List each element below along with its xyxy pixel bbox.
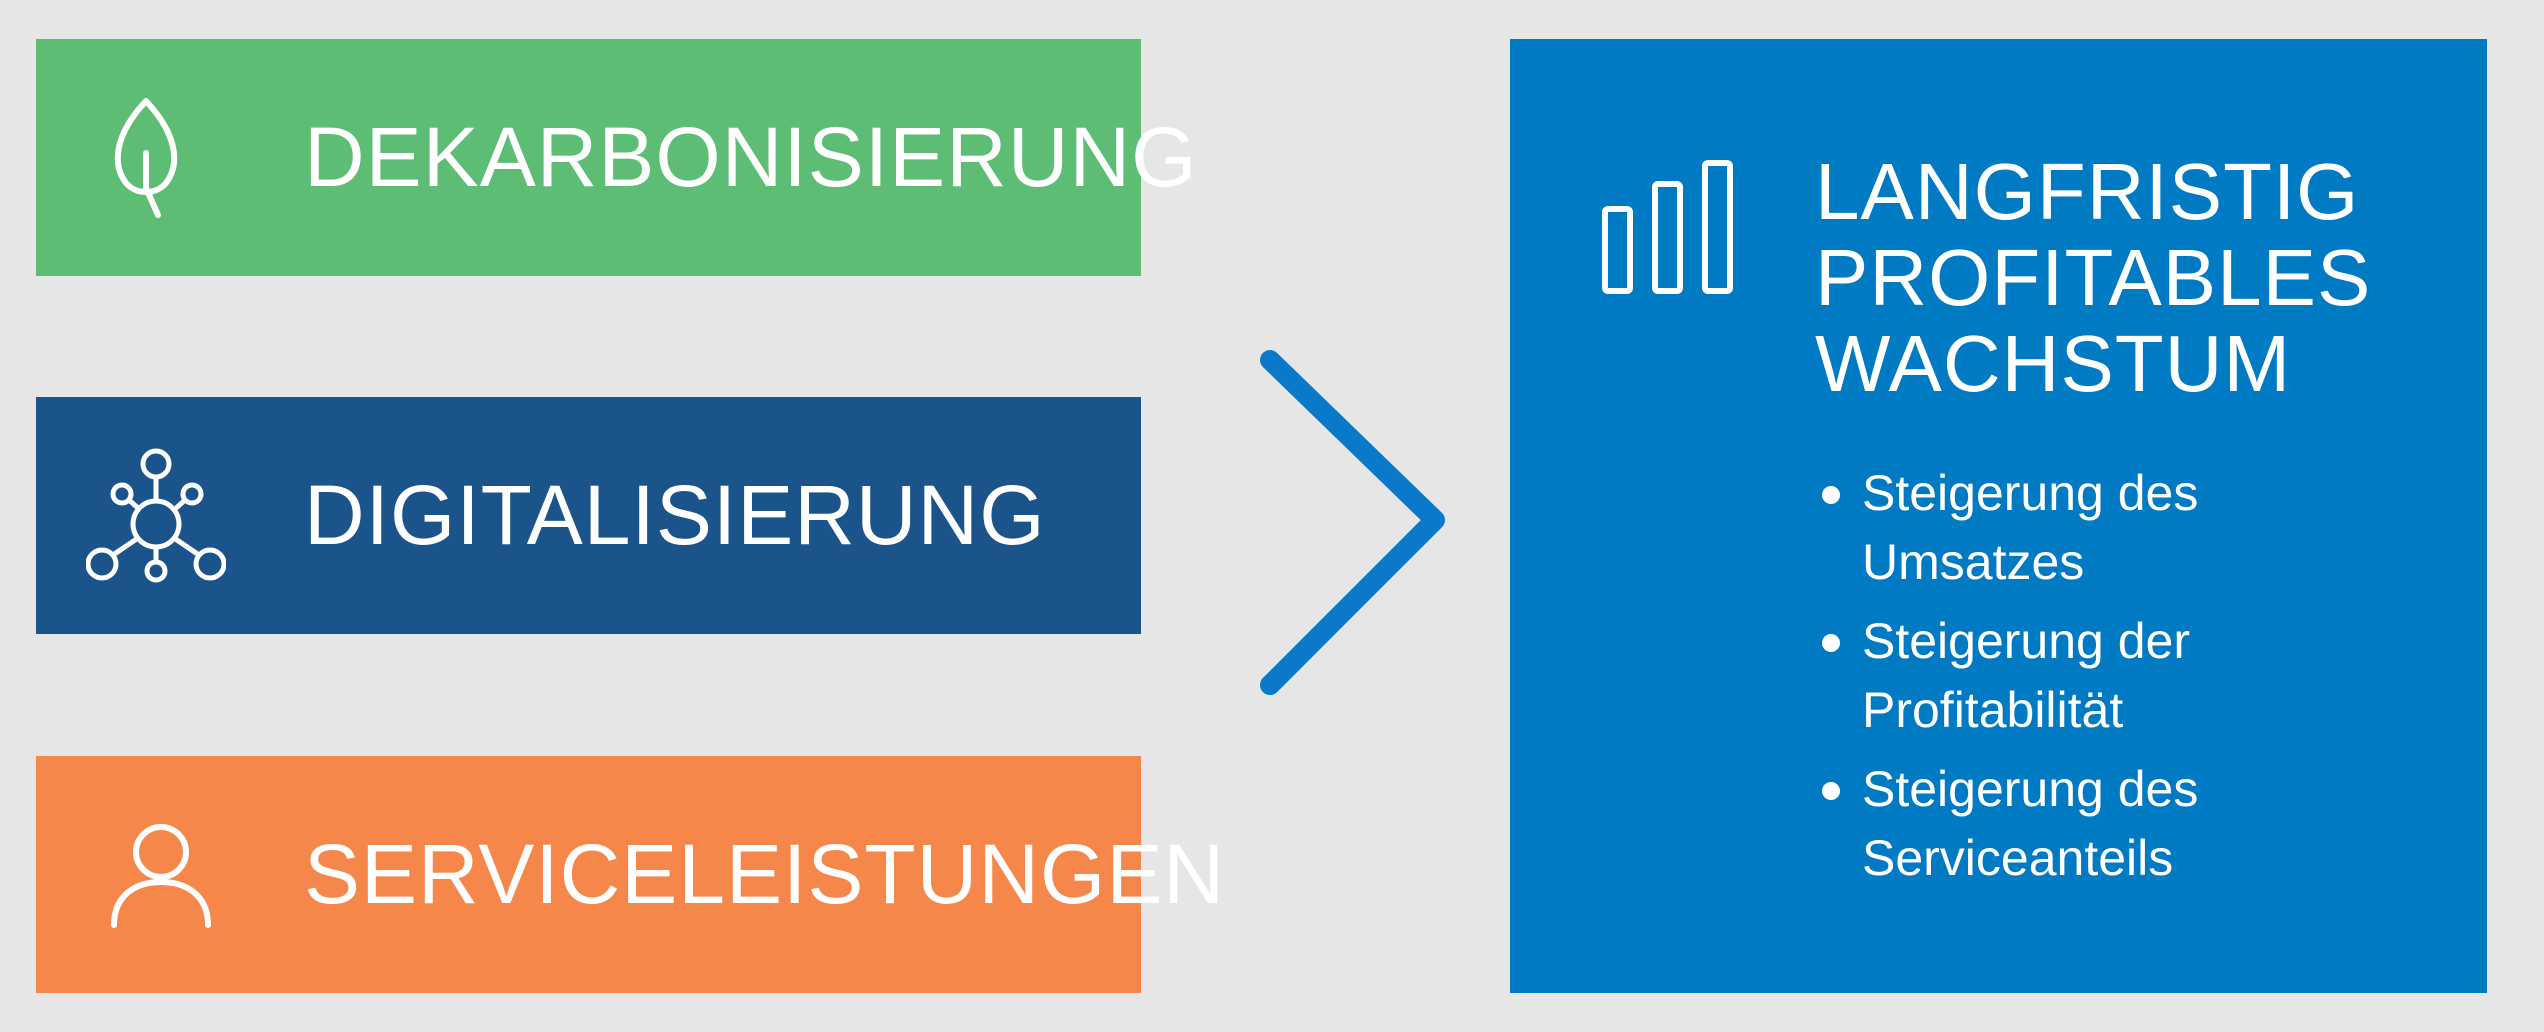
- person-icon: [111, 823, 211, 928]
- leaf-icon: [114, 97, 178, 218]
- title-line: PROFITABLES: [1815, 233, 2372, 322]
- result-bullets: Steigerung des Umsatzes Steigerung der P…: [1822, 459, 2282, 903]
- pillar-digitalisierung: DIGITALISIERUNG: [36, 397, 1141, 634]
- result-title: LANGFRISTIG PROFITABLES WACHSTUM: [1815, 149, 2371, 407]
- title-line: LANGFRISTIG: [1815, 147, 2360, 236]
- bullet-item: Steigerung des Serviceanteils: [1822, 755, 2282, 893]
- bar-chart-icon: [1602, 160, 1733, 294]
- network-icon: [86, 448, 226, 582]
- bullet-item: Steigerung der Profitabilität: [1822, 607, 2282, 745]
- pillar-label: SERVICELEISTUNGEN: [304, 827, 1226, 921]
- result-panel: LANGFRISTIG PROFITABLES WACHSTUM Steiger…: [1510, 39, 2487, 993]
- bullet-item: Steigerung des Umsatzes: [1822, 459, 2282, 597]
- pillar-label: DEKARBONISIERUNG: [304, 110, 1198, 204]
- pillar-dekarbonisierung: DEKARBONISIERUNG: [36, 39, 1197, 276]
- pillar-serviceleistungen: SERVICELEISTUNGEN: [36, 756, 1224, 993]
- chevron-right-icon: [1260, 350, 1445, 695]
- pillar-label: DIGITALISIERUNG: [304, 468, 1046, 562]
- title-line: WACHSTUM: [1815, 319, 2292, 408]
